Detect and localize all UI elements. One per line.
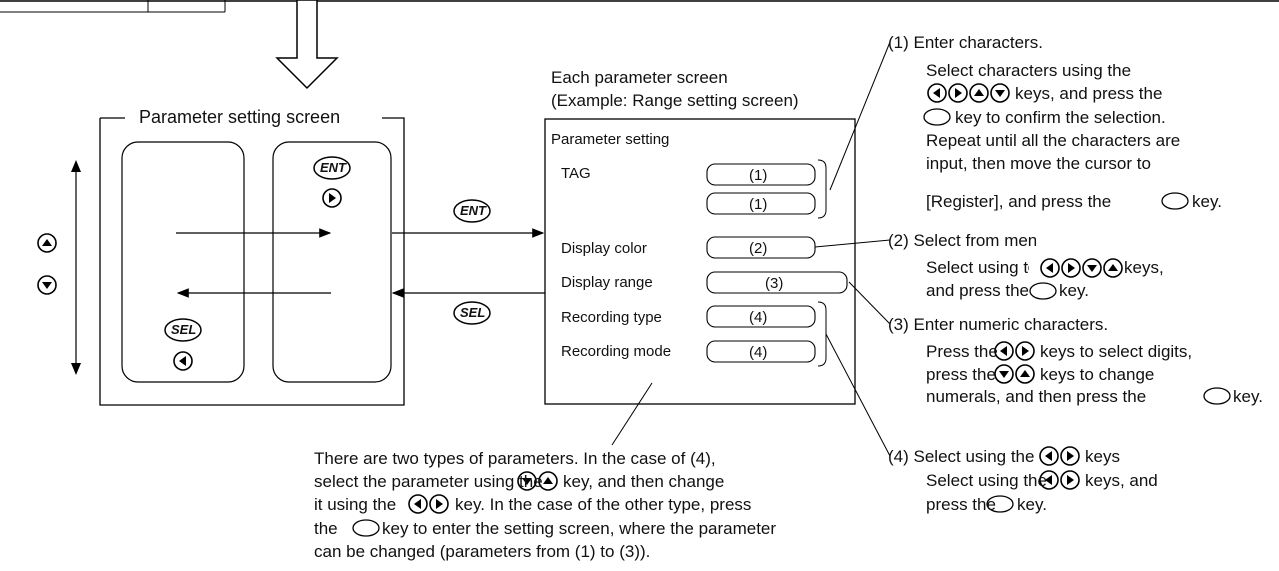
parameter-setting-screen-panel xyxy=(99,117,405,406)
bottom-note-line1: There are two types of parameters. In th… xyxy=(314,449,716,468)
param-screen-caption-1: Each parameter screen xyxy=(551,68,728,87)
note1-line5: input, then move the cursor to xyxy=(926,154,1151,173)
ent-key-icon xyxy=(313,156,351,180)
right-key-icon xyxy=(322,188,342,208)
note2-line1-right: keys, xyxy=(1124,259,1164,276)
note2-heading: (2) Select from menu. xyxy=(888,231,1052,250)
note2-line2-right: key. xyxy=(1059,282,1089,299)
note1-line1: Select characters using the xyxy=(926,61,1132,80)
note2-line2-left: and press the xyxy=(926,282,1029,299)
note2-line1-left: Select using the xyxy=(926,259,1047,276)
recording-mode-value: (4) xyxy=(749,344,768,361)
display-color-label: Display color xyxy=(561,240,647,257)
note3-line2a: press the xyxy=(926,365,996,384)
note4-line1b: keys, and xyxy=(1085,471,1158,490)
bottom-note-line5: can be changed (parameters from (1) to (… xyxy=(314,542,651,561)
tag-value-1: (1) xyxy=(749,167,768,184)
transition-down-arrow xyxy=(275,0,339,90)
param-screen-caption-2: (Example: Range setting screen) xyxy=(551,91,799,110)
up-key-icon xyxy=(37,233,57,253)
tag-value-2: (1) xyxy=(749,196,768,213)
tag-label: TAG xyxy=(561,165,591,182)
note4-line1a: Select using the xyxy=(926,471,1047,490)
note2-line1a-span: Select using the xyxy=(926,258,1047,277)
note3-line3a: numerals, and then press the xyxy=(926,387,1147,406)
note1-line6b: key. xyxy=(1192,192,1222,211)
note2-line2a-span: and press the xyxy=(926,281,1030,300)
sel-key-icon-mid xyxy=(453,301,491,325)
sel-key-icon xyxy=(164,318,202,342)
recording-type-value: (4) xyxy=(749,309,768,326)
parameter-setting-screen-title: Parameter setting screen xyxy=(133,108,347,126)
bottom-note-line4a: the xyxy=(314,519,338,538)
display-range-label: Display range xyxy=(561,274,653,291)
ent-key-label: ENT xyxy=(320,160,346,175)
connector-arrows xyxy=(391,228,545,298)
param-screen-header: Parameter setting xyxy=(551,131,670,148)
bottom-note-line3b: key. In the case of the other type, pres… xyxy=(455,495,752,514)
sel-key-label: SEL xyxy=(171,322,197,337)
note1-line6a: [Register], and press the xyxy=(926,192,1112,211)
bottom-note-line4b: key to enter the setting screen, where t… xyxy=(382,519,777,538)
note2-line2b-span: key. xyxy=(1059,281,1089,300)
display-range-value: (3) xyxy=(765,275,784,292)
ent-key-label-mid: ENT xyxy=(460,203,486,218)
note3-line2b: keys to change xyxy=(1040,365,1155,384)
top-frame xyxy=(0,0,1279,13)
note3-line1a: Press the xyxy=(926,342,998,361)
left-key-icon xyxy=(173,351,193,371)
bottom-note-line2a: select the parameter using the xyxy=(314,472,543,491)
note4-line2b: key. xyxy=(1017,495,1047,514)
note4-heading-b: keys xyxy=(1085,447,1120,466)
down-key-icon xyxy=(37,275,57,295)
bottom-note-line2b: key, and then change xyxy=(563,472,725,491)
note4-heading-a: (4) Select using the xyxy=(888,447,1035,466)
note1-line2: keys, and press the xyxy=(1015,84,1163,103)
recording-type-label: Recording type xyxy=(561,309,662,326)
sel-key-label-mid: SEL xyxy=(460,305,486,320)
note3-heading: (3) Enter numeric characters. xyxy=(888,315,1109,334)
note3-line3b: key. xyxy=(1233,387,1263,406)
ent-key-icon-mid xyxy=(453,199,491,223)
display-color-value: (2) xyxy=(749,240,768,257)
note4-line2a: press the xyxy=(926,495,996,514)
bottom-note-line3a: it using the xyxy=(314,495,397,514)
note2-line1b-span: keys, xyxy=(1124,258,1164,277)
note1-line3: key to confirm the selection. xyxy=(955,108,1166,127)
leader-lines xyxy=(611,41,891,457)
vertical-scroll-arrow xyxy=(71,160,81,375)
note1-line4: Repeat until all the characters are xyxy=(926,131,1181,150)
note1-heading: (1) Enter characters. xyxy=(888,33,1043,52)
parameter-screen-box xyxy=(544,118,856,405)
note3-line1b: keys to select digits, xyxy=(1040,342,1193,361)
recording-mode-label: Recording mode xyxy=(561,343,672,360)
